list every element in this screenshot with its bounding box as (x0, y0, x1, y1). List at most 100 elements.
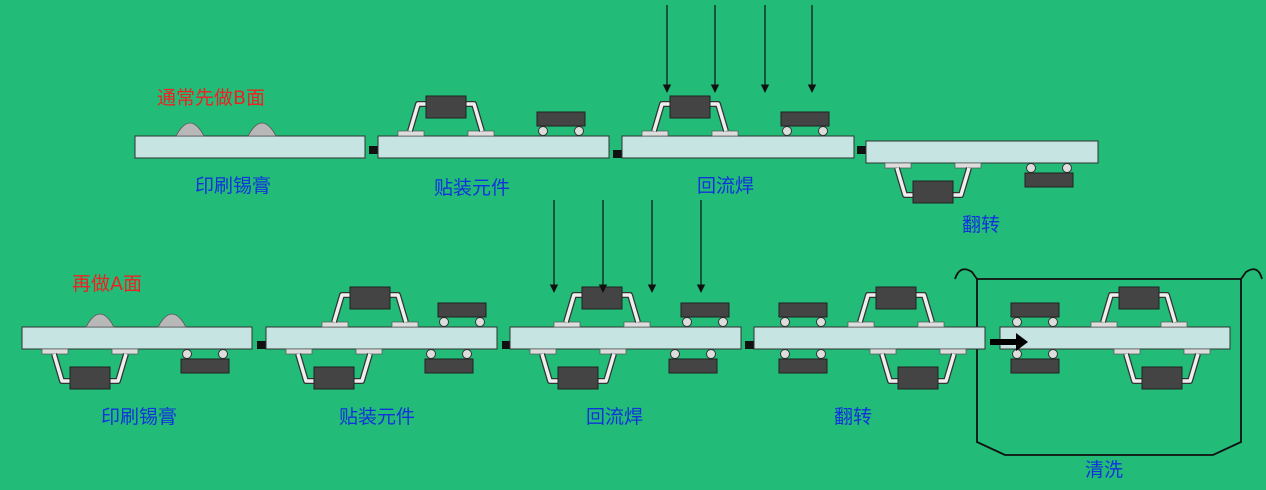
solder-ball (426, 349, 436, 359)
ic-body (669, 95, 711, 119)
solder-ball (218, 349, 228, 359)
solder-ball (1048, 317, 1058, 327)
ic-body (1141, 366, 1183, 390)
ic-lead-left-face (858, 293, 876, 323)
ic-lead-right-face (466, 102, 484, 132)
ic-body (313, 366, 355, 390)
ic-body (425, 95, 467, 119)
solder-ball (682, 317, 692, 327)
solder-ball (1048, 349, 1058, 359)
title-b-side: 通常先做B面 (157, 87, 265, 109)
solder-pad (939, 348, 967, 355)
conveyor-link (257, 341, 267, 349)
ic-lead-right-face (1182, 353, 1200, 383)
pcb-board (377, 135, 610, 159)
solder-ball (816, 349, 826, 359)
solder-ball (439, 317, 449, 327)
ic-body (912, 180, 954, 204)
solder-pad (553, 321, 581, 328)
bottom-step-clean: 清洗 (1085, 459, 1123, 481)
chip-body (668, 358, 718, 374)
solder-pad (641, 130, 669, 137)
pcb-board (621, 135, 855, 159)
solder-ball (706, 349, 716, 359)
ic-body (69, 366, 111, 390)
chip-body (1010, 358, 1060, 374)
pcb-board (753, 326, 986, 350)
ic-lead-left-face (895, 167, 913, 197)
solder-pad (847, 321, 875, 328)
top-step-reflow: 回流焊 (697, 175, 754, 197)
solder-ball (538, 126, 548, 136)
solder-ball (475, 317, 485, 327)
solder-ball (1012, 317, 1022, 327)
ic-lead-left-face (408, 102, 426, 132)
ic-lead-left-face (564, 293, 582, 323)
chip-body (424, 358, 474, 374)
arrows (549, 5, 1028, 351)
ic-lead-left-face (296, 353, 314, 383)
ic-lead-right-face (953, 167, 971, 197)
bottom-step-print: 印刷锡膏 (101, 405, 177, 428)
solder-ball (780, 349, 790, 359)
solder-pad (954, 162, 982, 169)
top-step-place: 贴装元件 (434, 177, 510, 199)
solder-pad (41, 348, 69, 355)
solder-ball (780, 317, 790, 327)
solder-ball (1026, 163, 1036, 173)
ic-lead-left-face (1101, 293, 1119, 323)
solder-ball (670, 349, 680, 359)
ic-body (875, 286, 917, 310)
ic-body (897, 366, 939, 390)
solder-pad (285, 348, 313, 355)
solder-ball (1012, 349, 1022, 359)
pcb-board (21, 326, 253, 350)
ic-lead-right-face (916, 293, 934, 323)
solder-ball (182, 349, 192, 359)
chip-body (180, 358, 230, 374)
solder-pad (467, 130, 495, 137)
pcb-board (865, 140, 1099, 164)
solder-pad (321, 321, 349, 328)
solder-pad (869, 348, 897, 355)
ic-lead-right-face (598, 353, 616, 383)
conveyor-link (369, 146, 379, 154)
chip-body (778, 358, 828, 374)
bottom-step-reflow: 回流焊 (586, 406, 643, 428)
ic-body (557, 366, 599, 390)
conveyor-link (857, 146, 867, 154)
top-step-flip: 翻转 (962, 214, 1000, 236)
conveyor-link (502, 341, 512, 349)
ic-body (349, 286, 391, 310)
top-step-print: 印刷锡膏 (195, 174, 271, 197)
chip-body (780, 111, 830, 127)
ic-body (1118, 286, 1160, 310)
ic-lead-left-face (332, 293, 350, 323)
ic-lead-right-face (1159, 293, 1177, 323)
solder-pad (711, 130, 739, 137)
solder-pad (917, 321, 945, 328)
solder-pad (1090, 321, 1118, 328)
solder-pad (1183, 348, 1211, 355)
chip-body (778, 302, 828, 318)
solder-pad (623, 321, 651, 328)
conveyor-link (745, 341, 755, 349)
conveyor-link (613, 150, 623, 158)
solder-ball (816, 317, 826, 327)
solder-ball (1062, 163, 1072, 173)
chip-body (536, 111, 586, 127)
right-arrow-icon (990, 333, 1028, 351)
ic-lead-right-face (938, 353, 956, 383)
tank-outline (954, 268, 1263, 456)
solder-paste (175, 122, 205, 137)
solder-paste (85, 313, 115, 328)
solder-pad (884, 162, 912, 169)
solder-pad (355, 348, 383, 355)
solder-ball (462, 349, 472, 359)
pcb-board (999, 326, 1231, 350)
ic-lead-right-face (622, 293, 640, 323)
pcb-board (509, 326, 742, 350)
solder-ball (782, 126, 792, 136)
ic-lead-left-face (1124, 353, 1142, 383)
